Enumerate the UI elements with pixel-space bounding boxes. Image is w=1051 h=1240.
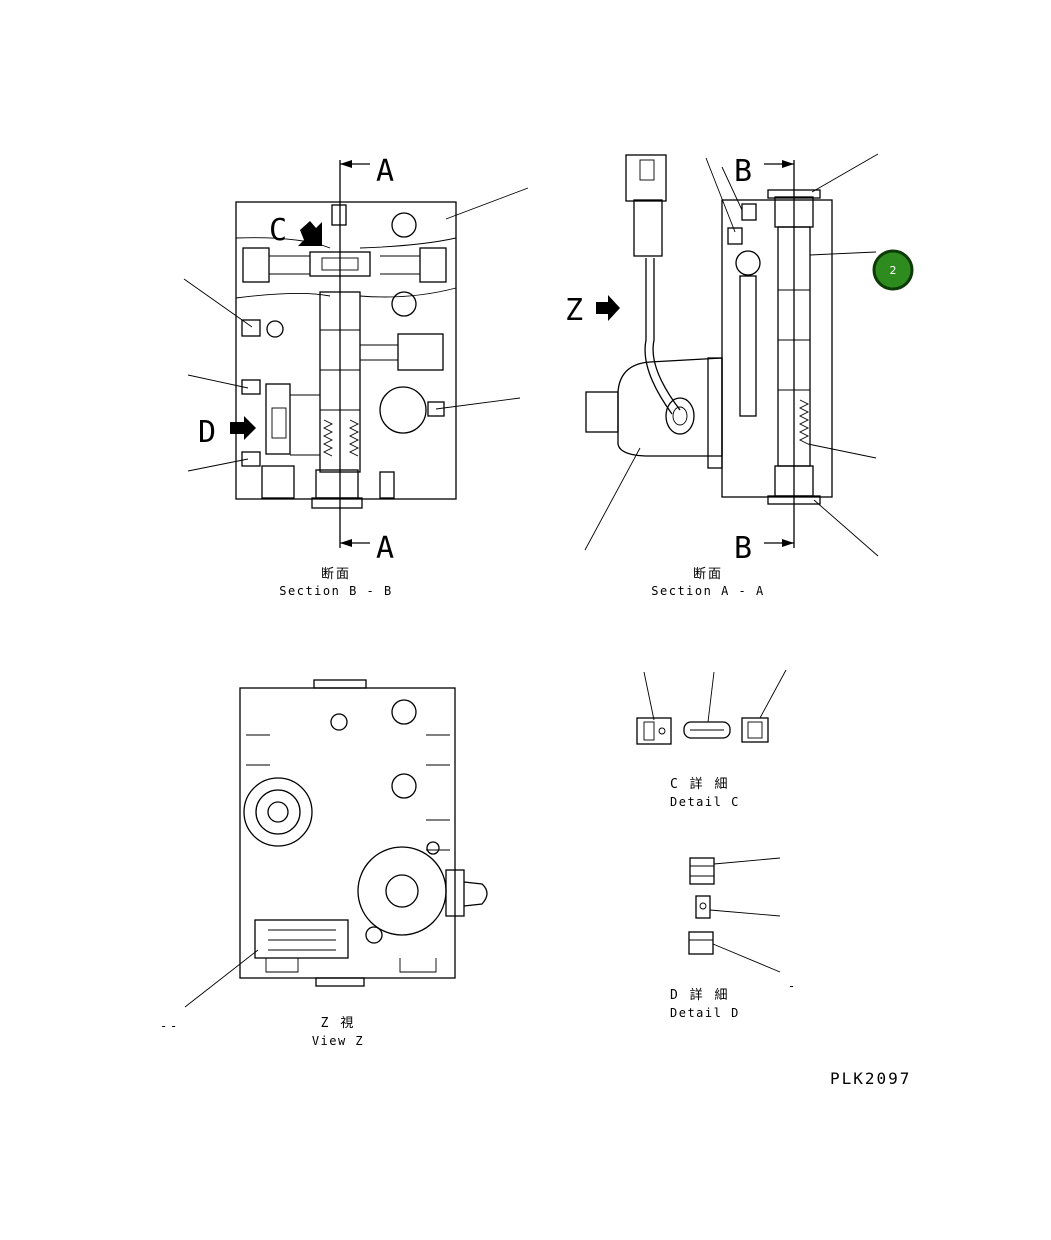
view-z-marker: Z — [565, 293, 583, 328]
stray-dash-1: - — [160, 1019, 169, 1033]
section-a-bottom-label: A — [376, 531, 394, 566]
section-aa-caption-en: Section A - A — [651, 584, 764, 598]
section-b-bottom-label: B — [734, 531, 752, 566]
section-bb-caption-jp: 断面 — [321, 567, 351, 582]
detail-c-parts — [636, 669, 787, 745]
callout-badge[interactable]: 2 — [872, 249, 914, 291]
stray-dash-3: - — [788, 979, 797, 993]
view-z-caption-en: View Z — [312, 1034, 364, 1048]
detail-d-parts — [688, 857, 781, 973]
detail-c-caption-en: Detail C — [670, 795, 740, 809]
detail-c-pointer-icon — [298, 221, 322, 246]
detail-d-caption-en: Detail D — [670, 1006, 740, 1020]
section-bb-view — [183, 160, 529, 548]
section-aa-caption-jp: 断面 — [693, 567, 723, 582]
section-b-top-label: B — [734, 154, 752, 189]
drawing-code: PLK2097 — [830, 1069, 911, 1088]
view-z-caption-jp: Z 視 — [321, 1016, 356, 1031]
detail-c-caption-jp: C 詳 細 — [670, 776, 729, 792]
detail-d-pointer-icon — [230, 416, 256, 440]
view-z-pointer-icon — [596, 295, 620, 321]
callout-badge-number: 2 — [890, 264, 897, 277]
detail-d-marker: D — [198, 415, 216, 450]
detail-c-marker: C — [269, 213, 287, 248]
section-aa-view — [584, 153, 879, 557]
detail-d-caption-jp: D 詳 細 — [670, 987, 729, 1003]
stray-dash-2: - — [170, 1019, 179, 1033]
section-a-top-label: A — [376, 154, 394, 189]
section-bb-caption-en: Section B - B — [279, 584, 392, 598]
view-z-drawing — [184, 679, 488, 1008]
